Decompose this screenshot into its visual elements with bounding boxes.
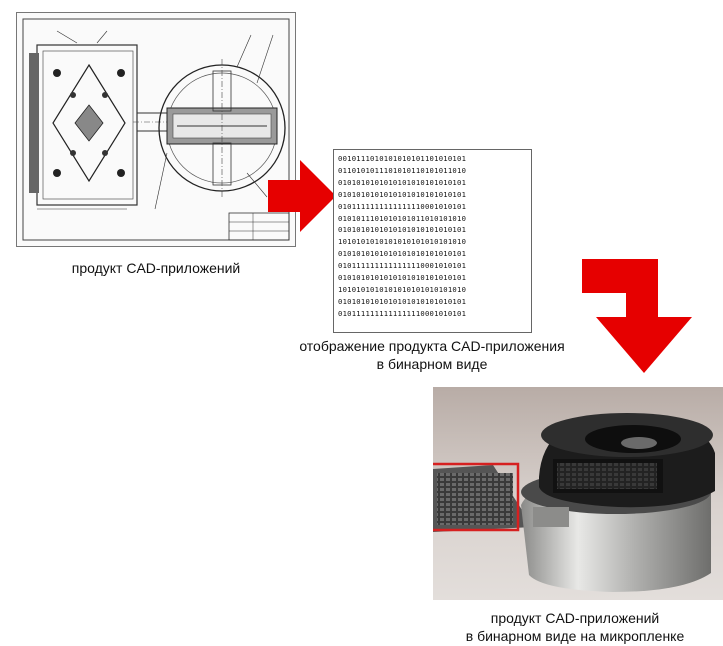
film-caption-line1: продукт CAD-приложений [440, 610, 710, 626]
microfilm-photo [433, 387, 723, 600]
film-caption-line2: в бинарном виде на микропленке [440, 628, 710, 644]
cad-drawing-graphic [17, 13, 295, 246]
binary-row: 0101011101010101011010101010 [338, 213, 527, 225]
binary-row: 0110101011101010110101011010 [338, 165, 527, 177]
binary-row: 1010101010101010101010101010 [338, 284, 527, 296]
binary-representation: 0010111010101010101101010101 01101010111… [333, 149, 532, 333]
binary-row: 0101010101010101010101010101 [338, 296, 527, 308]
binary-row: 0101010101010101010101010101 [338, 272, 527, 284]
arrow-down-icon [582, 257, 700, 375]
binary-row: 0101010101010101010101010101 [338, 224, 527, 236]
binary-row: 1010101010101010101010101010 [338, 236, 527, 248]
binary-row: 0101111111111111110001010101 [338, 201, 527, 213]
binary-row: 0101010101010101010101010101 [338, 177, 527, 189]
binary-row: 0010111010101010101101010101 [338, 153, 527, 165]
binary-row: 0101010101010101010101010101 [338, 248, 527, 260]
binary-caption-line2: в бинарном виде [262, 356, 602, 372]
drawing-caption: продукт CAD-приложений [36, 260, 276, 276]
binary-caption-line1: отображение продукта CAD-приложения [262, 338, 602, 354]
binary-row: 0101010101010101010101010101 [338, 189, 527, 201]
arrow-right-icon [268, 160, 338, 232]
microfilm-photo-graphic [433, 387, 723, 600]
cad-drawing [16, 12, 296, 247]
binary-row: 0101111111111111110001010101 [338, 308, 527, 320]
binary-row: 0101111111111111110001010101 [338, 260, 527, 272]
